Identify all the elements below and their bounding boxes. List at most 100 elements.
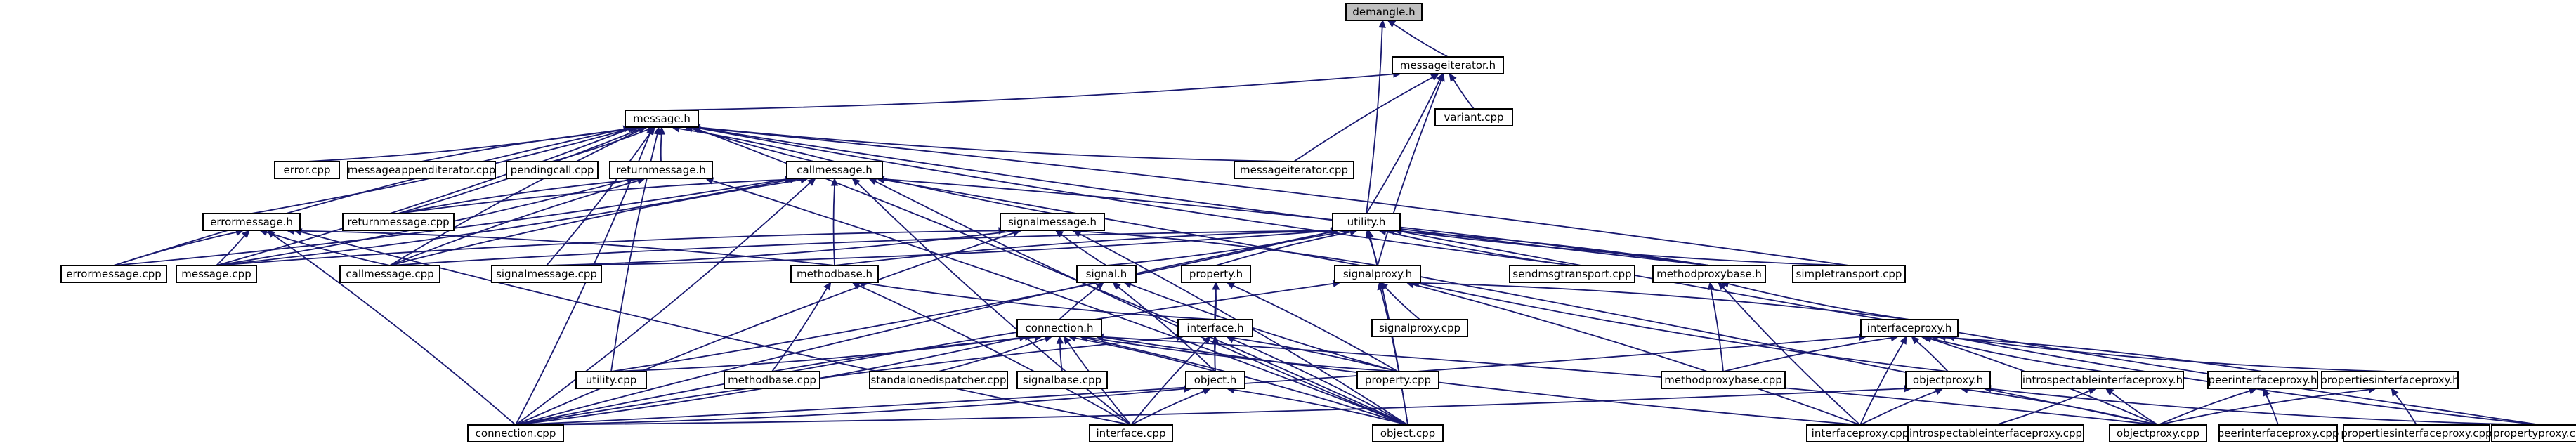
node-label: demangle.h (1352, 6, 1415, 18)
node-label: messageiterator.h (1400, 59, 1496, 72)
graph-node[interactable]: introspectableinterfaceproxy.cpp (1907, 424, 2084, 442)
node-box (339, 265, 440, 283)
graph-node[interactable]: object.cpp (1372, 424, 1444, 442)
include-edge (1453, 79, 1475, 110)
graph-node[interactable]: interface.cpp (1089, 424, 1173, 442)
include-edge (546, 132, 651, 266)
node-label: message.h (633, 112, 691, 125)
node-box (1434, 108, 1513, 126)
graph-node[interactable]: variant.cpp (1434, 108, 1513, 126)
graph-node[interactable]: callmessage.cpp (339, 265, 440, 283)
node-box (1345, 3, 1423, 21)
graph-node[interactable]: connection.h (1016, 319, 1102, 337)
graph-node[interactable]: messageappenditerator.cpp (347, 161, 496, 179)
graph-node[interactable]: simpletransport.cpp (1792, 265, 1906, 283)
edge-arrowhead (1063, 336, 1071, 345)
graph-node[interactable]: methodbase.cpp (724, 371, 820, 389)
edge-arrowhead (1437, 72, 1445, 82)
graph-node[interactable]: introspectableinterfaceproxy.h (2021, 371, 2184, 389)
node-label: utility.cpp (586, 374, 637, 386)
graph-node[interactable]: returnmessage.h (609, 161, 713, 179)
graph-node[interactable]: methodproxybase.cpp (1661, 371, 1786, 389)
include-edge (1722, 287, 1861, 426)
include-edge (398, 178, 802, 214)
graph-node[interactable]: error.cpp (274, 161, 340, 179)
node-label: standalonedispatcher.cpp (870, 374, 1006, 386)
node-label: variant.cpp (1444, 111, 1503, 124)
node-box (2321, 371, 2459, 389)
include-edge (1859, 391, 1937, 426)
include-edge (306, 127, 634, 162)
include-edge (1967, 388, 2159, 426)
graph-node[interactable]: messageiterator.cpp (1234, 161, 1354, 179)
graph-node[interactable]: propertiesinterfaceproxy.cpp (2341, 424, 2492, 442)
include-edge (1394, 230, 1710, 266)
graph-node[interactable]: errormessage.h (202, 213, 301, 231)
include-edge (883, 178, 1710, 266)
graph-node[interactable]: signal.h (1076, 265, 1137, 283)
graph-node[interactable]: standalonedispatcher.cpp (869, 371, 1008, 389)
graph-node[interactable]: callmessage.h (786, 161, 883, 179)
include-edge (1990, 388, 2542, 426)
node-label: objectproxy.cpp (2117, 427, 2199, 440)
include-edge (875, 181, 1408, 426)
graph-node[interactable]: object.h (1185, 371, 1245, 389)
graph-node[interactable]: signalmessage.h (1000, 213, 1105, 231)
node-label: methodbase.h (797, 268, 872, 280)
edge-arrowhead (1202, 336, 1211, 345)
graph-node[interactable]: propertyproxy.cpp (2491, 424, 2576, 442)
node-label: signalbase.cpp (1023, 374, 1101, 386)
edge-arrowhead (1056, 335, 1064, 344)
graph-node[interactable]: sendmsgtransport.cpp (1509, 265, 1635, 283)
node-label: callmessage.h (797, 164, 872, 176)
graph-node[interactable]: methodbase.h (790, 265, 879, 283)
graph-node[interactable]: utility.h (1332, 213, 1401, 231)
graph-node[interactable]: property.cpp (1356, 371, 1439, 389)
node-box (2491, 424, 2576, 442)
node-box (2343, 424, 2490, 442)
graph-node[interactable]: signalbase.cpp (1016, 371, 1108, 389)
include-edge (1366, 79, 1441, 214)
graph-node[interactable]: pendingcall.cpp (506, 161, 599, 179)
edge-arrowhead (851, 178, 861, 186)
node-box (1076, 265, 1137, 283)
graph-node[interactable]: message.h (625, 110, 699, 128)
graph-node[interactable]: peerinterfaceproxy.h (2207, 371, 2318, 389)
graph-node[interactable]: objectproxy.cpp (2109, 424, 2207, 442)
graph-node[interactable]: errormessage.cpp (60, 265, 167, 283)
edge-arrowhead (1718, 282, 1727, 291)
graph-node[interactable]: signalmessage.cpp (491, 265, 602, 283)
graph-node[interactable]: property.h (1181, 265, 1251, 283)
graph-node[interactable]: interfaceproxy.cpp (1806, 424, 1914, 442)
node-label: object.cpp (1380, 427, 1435, 440)
include-edge (1102, 336, 2159, 426)
graph-node[interactable]: messageiterator.h (1392, 56, 1504, 74)
graph-node[interactable]: interfaceproxy.h (1860, 319, 1959, 337)
graph-node[interactable]: peerinterfaceproxy.cpp (2218, 424, 2339, 442)
include-edge (216, 230, 1000, 266)
edge-arrowhead (646, 126, 654, 136)
graph-node[interactable]: signalproxy.cpp (1371, 319, 1468, 337)
graph-node[interactable]: signalproxy.h (1334, 265, 1421, 283)
node-box (1792, 265, 1906, 283)
node-label: returnmessage.h (616, 164, 706, 176)
graph-node[interactable]: interface.h (1177, 319, 1253, 337)
edge-arrowhead (1900, 335, 1907, 345)
edge-arrowhead (1226, 282, 1236, 289)
include-edge (1722, 337, 1892, 372)
include-edge (1059, 343, 1063, 372)
include-edge (1059, 286, 1099, 320)
graph-node[interactable]: message.cpp (176, 265, 257, 283)
graph-node[interactable]: propertiesinterfaceproxy.h (2320, 371, 2459, 389)
graph-node[interactable]: methodproxybase.h (1652, 265, 1766, 283)
node-label: utility.h (1347, 216, 1386, 228)
include-edge (216, 235, 245, 266)
graph-node[interactable]: connection.cpp (467, 424, 564, 442)
node-label: interface.h (1186, 322, 1243, 334)
node-label: errormessage.h (210, 216, 293, 228)
graph-node[interactable]: objectproxy.h (1905, 371, 1991, 389)
graph-node[interactable]: returnmessage.cpp (342, 213, 455, 231)
include-edge (389, 230, 1332, 266)
graph-node[interactable]: utility.cpp (575, 371, 647, 389)
node-box (1334, 265, 1421, 283)
